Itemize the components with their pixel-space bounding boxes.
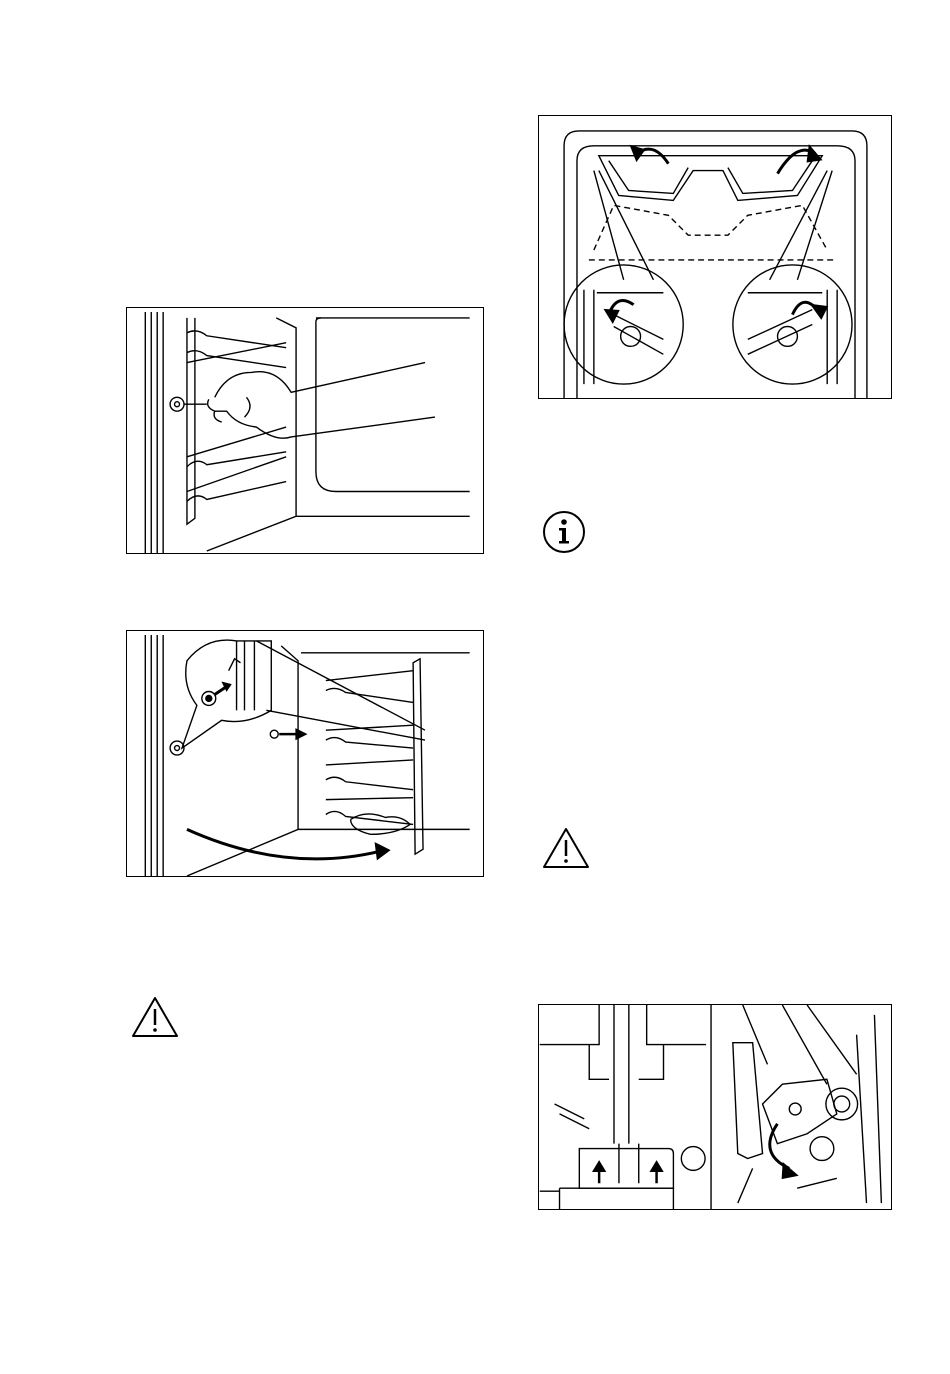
warning-icon [541,826,591,870]
door-hinge-illustration [539,1005,891,1209]
grill-heater-illustration [539,116,891,398]
rack-rear-illustration [127,631,483,876]
info-icon [541,509,587,555]
warning-icon [130,995,180,1039]
figure-remove-rack-rear [126,630,484,877]
figure-remove-rack-front [126,307,484,554]
rack-front-illustration [127,308,483,553]
figure-grill-heater-lowering [538,115,892,399]
figure-door-hinge-release [538,1004,892,1210]
